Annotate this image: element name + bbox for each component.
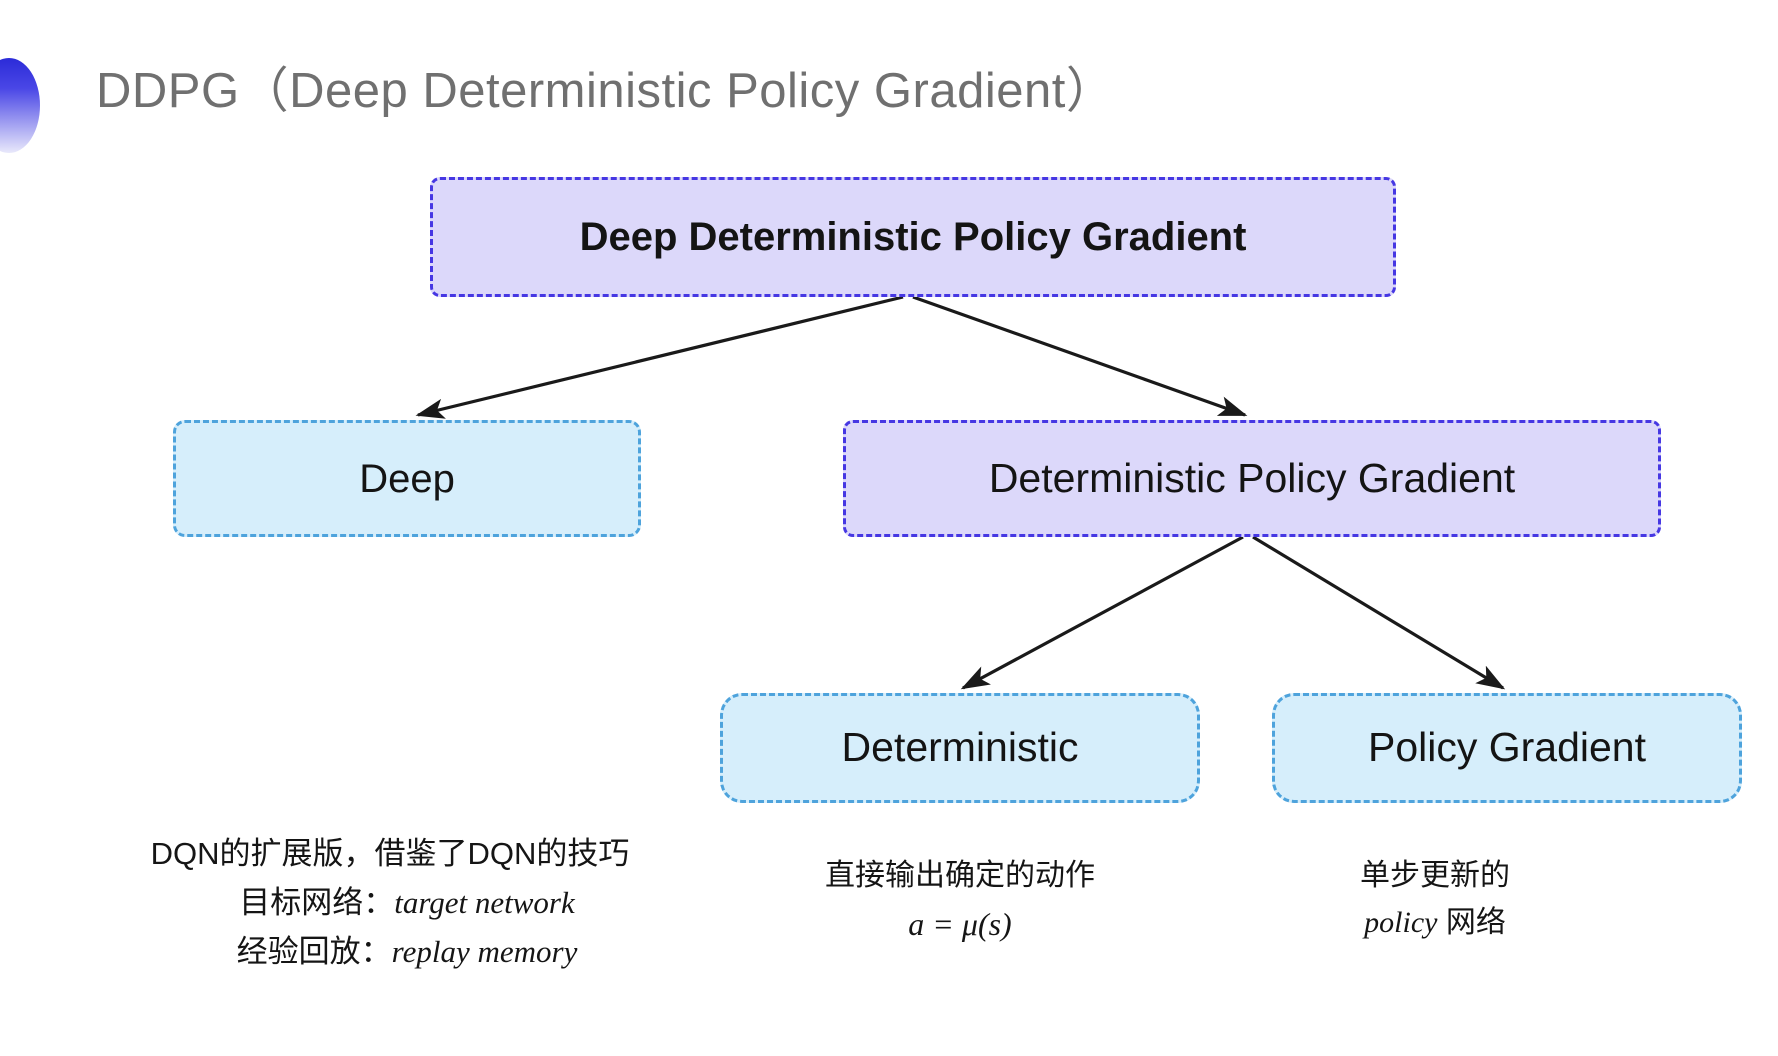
- caption-deep: DQN的扩展版，借鉴了DQN的技巧 目标网络：target network 经验…: [110, 830, 670, 977]
- arrow-dpg-to-deterministic: [960, 535, 1244, 690]
- caption-policy-network-suffix: 网络: [1437, 906, 1506, 940]
- node-root-label: Deep Deterministic Policy Gradient: [579, 215, 1247, 259]
- caption-deep-line-2-label: 目标网络：: [239, 884, 395, 920]
- node-deterministic-policy-gradient[interactable]: Deterministic Policy Gradient: [843, 420, 1661, 537]
- caption-policy-gradient-line-2: policy 网络: [1235, 899, 1635, 946]
- node-policy-gradient-label: Policy Gradient: [1367, 724, 1646, 771]
- node-deep-deterministic-policy-gradient[interactable]: Deep Deterministic Policy Gradient: [430, 177, 1396, 297]
- node-deep-label: Deep: [359, 456, 455, 501]
- caption-deterministic-formula: a = μ(s): [908, 906, 1012, 943]
- caption-deep-target-network-term: target network: [394, 884, 575, 920]
- node-deterministic-label: Deterministic: [841, 724, 1079, 771]
- arrow-root-to-deep: [415, 295, 904, 419]
- caption-deep-replay-memory-term: replay memory: [391, 933, 578, 969]
- caption-deep-line-1: DQN的扩展版，借鉴了DQN的技巧: [150, 836, 630, 871]
- node-deterministic[interactable]: Deterministic: [720, 693, 1200, 803]
- caption-deterministic: 直接输出确定的动作 a = μ(s): [740, 852, 1180, 950]
- caption-policy-term: policy: [1364, 906, 1438, 940]
- caption-policy-gradient-line-1: 单步更新的: [1360, 859, 1510, 892]
- page-title: DDPG（Deep Deterministic Policy Gradient）: [96, 64, 1116, 118]
- title-bullet-icon: [0, 58, 40, 153]
- node-deep[interactable]: Deep: [173, 420, 641, 537]
- arrow-dpg-to-policy-gradient: [1252, 535, 1506, 690]
- node-dpg-label: Deterministic Policy Gradient: [988, 454, 1516, 501]
- caption-deep-line-3-label: 经验回放：: [236, 933, 392, 969]
- arrow-root-to-dpg: [912, 295, 1248, 417]
- caption-policy-gradient: 单步更新的 policy 网络: [1235, 852, 1635, 947]
- caption-deep-line-3: 经验回放：replay memory: [144, 928, 670, 977]
- node-policy-gradient[interactable]: Policy Gradient: [1272, 693, 1742, 803]
- caption-deep-line-2: 目标网络：target network: [144, 879, 670, 928]
- caption-deterministic-line-1: 直接输出确定的动作: [825, 859, 1095, 892]
